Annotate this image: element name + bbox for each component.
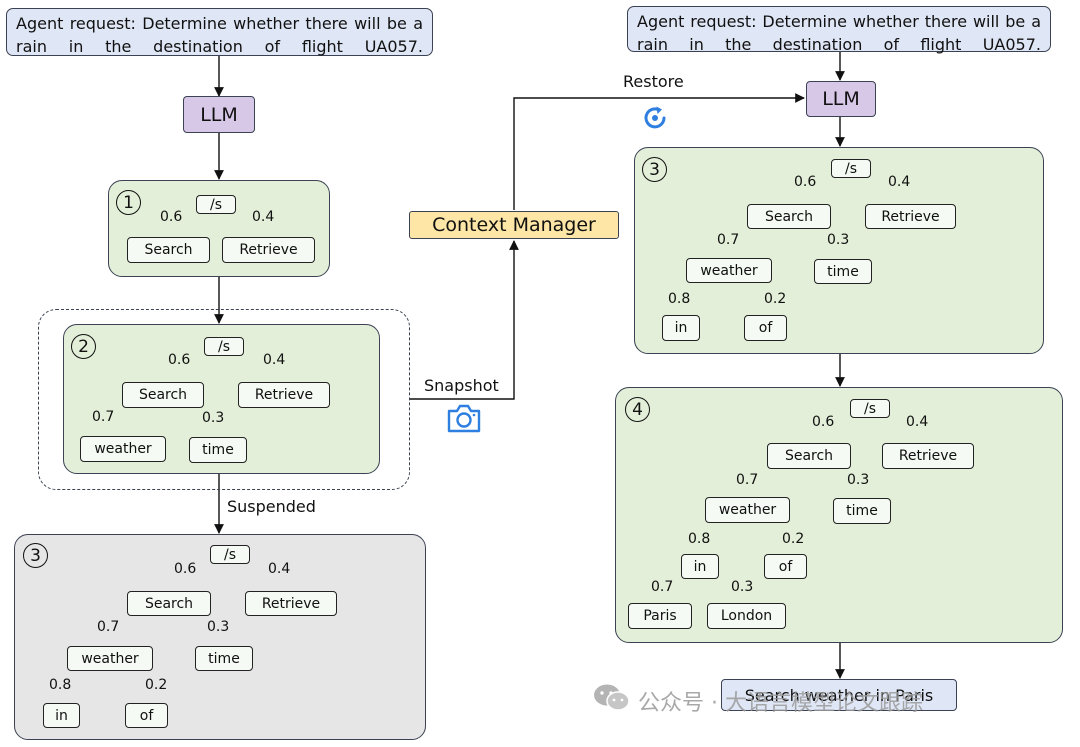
tree-node-retrieve: Retrieve <box>882 443 974 469</box>
restore-path <box>513 93 805 210</box>
tree-panel-3-restored <box>634 147 1044 354</box>
prob-label: 0.2 <box>782 531 805 547</box>
tree-node-of: of <box>125 703 168 728</box>
prob-label: 0.2 <box>764 291 787 307</box>
tree-node-london: London <box>707 603 786 629</box>
tree-node-search: Search <box>122 382 204 408</box>
prob-label: 0.7 <box>736 472 759 488</box>
watermark: 公众号 · 大语言模型论文跟踪 <box>592 682 923 720</box>
suspended-label: Suspended <box>227 497 316 516</box>
tree-node-retrieve: Retrieve <box>238 382 330 408</box>
prob-label: 0.7 <box>97 619 120 635</box>
tree-node-time: time <box>195 646 253 671</box>
prob-label: 0.7 <box>92 409 115 425</box>
restore-label: Restore <box>623 72 684 91</box>
prob-label: 0.3 <box>827 232 850 248</box>
step-number-4: 4 <box>625 397 650 422</box>
prob-label: 0.7 <box>717 232 740 248</box>
tree-node-weather: weather <box>80 436 166 462</box>
tree-node-retrieve: Retrieve <box>865 204 956 229</box>
prob-label: 0.3 <box>731 579 754 595</box>
tree-node-time: time <box>833 498 891 524</box>
prob-label: 0.4 <box>268 561 291 577</box>
tree-node-search: Search <box>767 443 851 469</box>
tree-node-search: Search <box>127 591 211 616</box>
prob-label: 0.8 <box>49 677 72 693</box>
tree-node-weather: weather <box>686 258 772 283</box>
prob-label: 0.6 <box>812 414 835 430</box>
tree-node-retrieve: Retrieve <box>222 237 315 263</box>
llm-box-left: LLM <box>183 96 255 133</box>
prob-label: 0.3 <box>847 472 870 488</box>
prob-label: 0.2 <box>145 677 168 693</box>
tree-node-of: of <box>744 315 787 341</box>
wechat-icon <box>592 682 632 720</box>
tree-node-time: time <box>189 437 247 463</box>
prob-label: 0.4 <box>906 414 929 430</box>
prob-label: 0.6 <box>160 209 183 225</box>
step-number-2: 2 <box>71 334 96 359</box>
tree-node-root: /s <box>204 337 244 356</box>
tree-node-paris: Paris <box>628 603 692 629</box>
prob-label: 0.6 <box>794 174 817 190</box>
tree-node-time: time <box>814 259 872 284</box>
context-manager-box: Context Manager <box>409 211 619 239</box>
tree-node-search: Search <box>127 237 210 263</box>
snapshot-path <box>410 240 519 400</box>
llm-box-right: LLM <box>806 81 876 117</box>
agent-request-right: Agent request: Determine whether there w… <box>627 6 1051 54</box>
prob-label: 0.6 <box>168 352 191 368</box>
step-number-3: 3 <box>642 157 667 182</box>
tree-node-in: in <box>662 315 700 341</box>
prob-label: 0.4 <box>888 174 911 190</box>
tree-node-retrieve: Retrieve <box>245 591 337 616</box>
tree-node-in: in <box>43 703 80 728</box>
snapshot-boundary <box>38 309 410 490</box>
prob-label: 0.4 <box>252 209 275 225</box>
tree-panel-3-suspended <box>14 534 426 740</box>
prob-label: 0.3 <box>202 410 225 426</box>
tree-node-root: /s <box>850 399 890 418</box>
watermark-text: 公众号 · 大语言模型论文跟踪 <box>638 691 923 716</box>
prob-label: 0.7 <box>651 579 674 595</box>
agent-request-left: Agent request: Determine whether there w… <box>6 8 433 56</box>
tree-node-root: /s <box>210 545 250 564</box>
tree-node-weather: weather <box>67 646 153 671</box>
tree-node-of: of <box>764 554 807 579</box>
prob-label: 0.4 <box>263 352 286 368</box>
refresh-icon <box>640 103 670 133</box>
tree-node-weather: weather <box>705 497 790 523</box>
result-box: Search weather in Paris <box>721 679 957 711</box>
prob-label: 0.6 <box>174 561 197 577</box>
tree-node-root: /s <box>196 195 236 214</box>
prob-label: 0.3 <box>207 619 230 635</box>
prob-label: 0.8 <box>688 531 711 547</box>
tree-node-search: Search <box>747 204 831 229</box>
step-number-3: 3 <box>23 543 48 568</box>
tree-node-root: /s <box>831 159 871 178</box>
snapshot-label: Snapshot <box>424 376 499 395</box>
step-number-1: 1 <box>116 190 141 215</box>
tree-node-in: in <box>681 554 719 579</box>
prob-label: 0.8 <box>668 291 691 307</box>
camera-icon <box>445 402 483 435</box>
